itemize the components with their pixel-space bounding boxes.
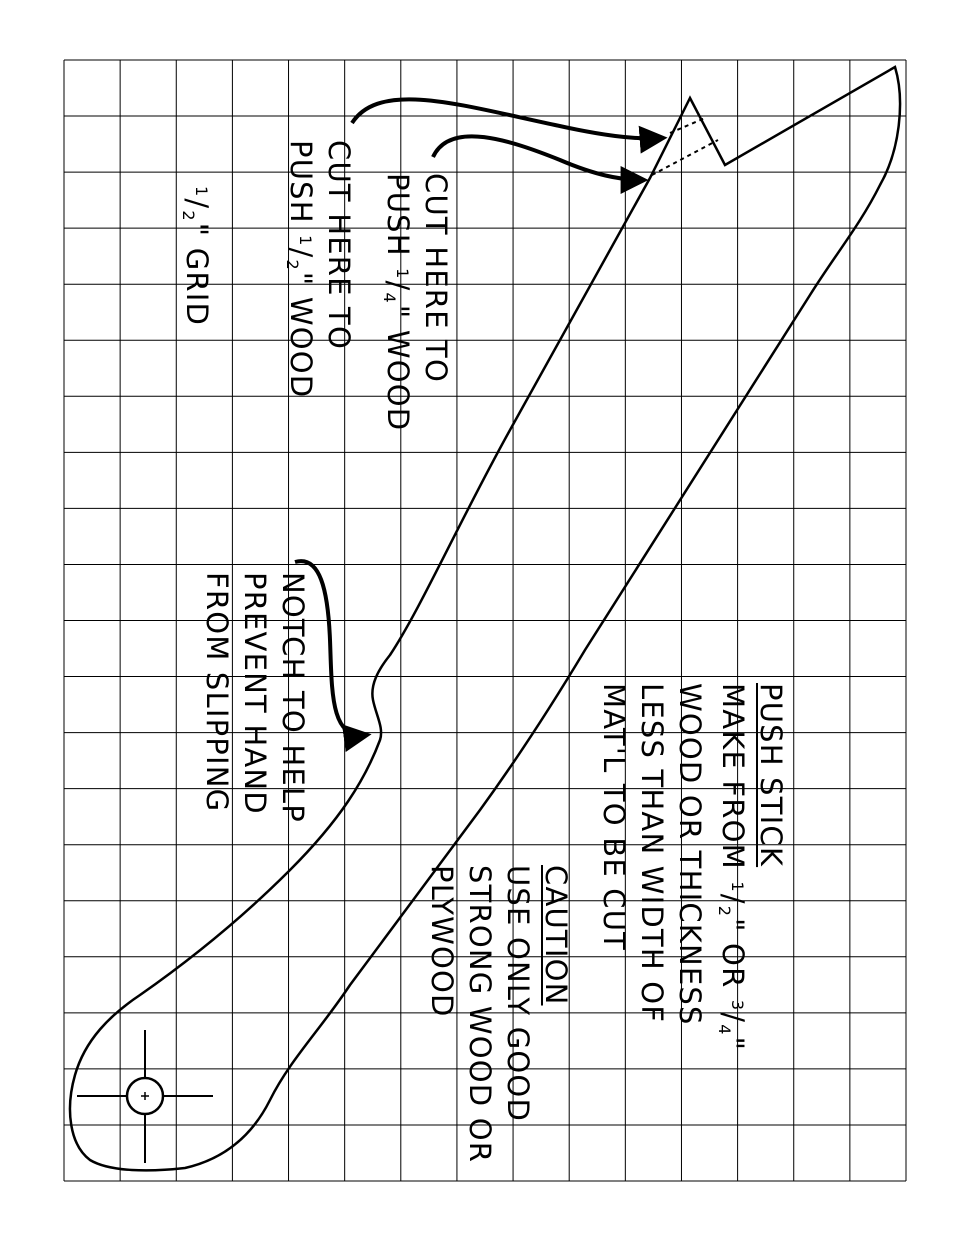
notch-callout: NOTCH TO HELP PREVENT HAND FROM SLIPPING bbox=[198, 572, 312, 823]
notch-line-3: FROM SLIPPING bbox=[198, 572, 236, 823]
instruction-line-3: LESS THAN WIDTH OF bbox=[633, 683, 671, 1051]
instruction-line-2: WOOD OR THICKNESS bbox=[671, 683, 709, 1051]
cut-quarter-line-2: PUSH 1/4" WOOD bbox=[374, 173, 417, 431]
caution-block: CAUTION USE ONLY GOOD STRONG WOOD OR PLY… bbox=[423, 865, 575, 1163]
grid-scale-label: 1/2" GRID bbox=[173, 185, 216, 326]
cut-line-half bbox=[652, 140, 718, 175]
instruction-line-1: MAKE FROM 1/2" OR 3/4" bbox=[709, 683, 752, 1051]
instructions-block: PUSH STICK MAKE FROM 1/2" OR 3/4" WOOD O… bbox=[595, 683, 790, 1051]
caution-line-1: USE ONLY GOOD bbox=[499, 865, 537, 1163]
caution-line-3: PLYWOOD bbox=[423, 865, 461, 1163]
cut-half-line-1: CUT HERE TO bbox=[320, 140, 358, 398]
cut-half-callout: CUT HERE TO PUSH 1/2" WOOD bbox=[277, 140, 358, 398]
cut-half-line-2: PUSH 1/2" WOOD bbox=[277, 140, 320, 398]
hang-hole-crosshair-icon bbox=[77, 1030, 213, 1163]
cut-quarter-line-1: CUT HERE TO bbox=[417, 173, 455, 431]
arrow-cut-quarter bbox=[352, 99, 662, 138]
title-push-stick: PUSH STICK bbox=[752, 683, 790, 1051]
arrow-cut-half bbox=[433, 136, 643, 180]
instruction-line-4: MAT'L TO BE CUT bbox=[595, 683, 633, 1051]
cut-quarter-callout: CUT HERE TO PUSH 1/4" WOOD bbox=[374, 173, 455, 431]
caution-line-2: STRONG WOOD OR bbox=[461, 865, 499, 1163]
notch-line-2: PREVENT HAND bbox=[236, 572, 274, 823]
caution-heading: CAUTION bbox=[537, 865, 575, 1163]
notch-line-1: NOTCH TO HELP bbox=[274, 572, 312, 823]
